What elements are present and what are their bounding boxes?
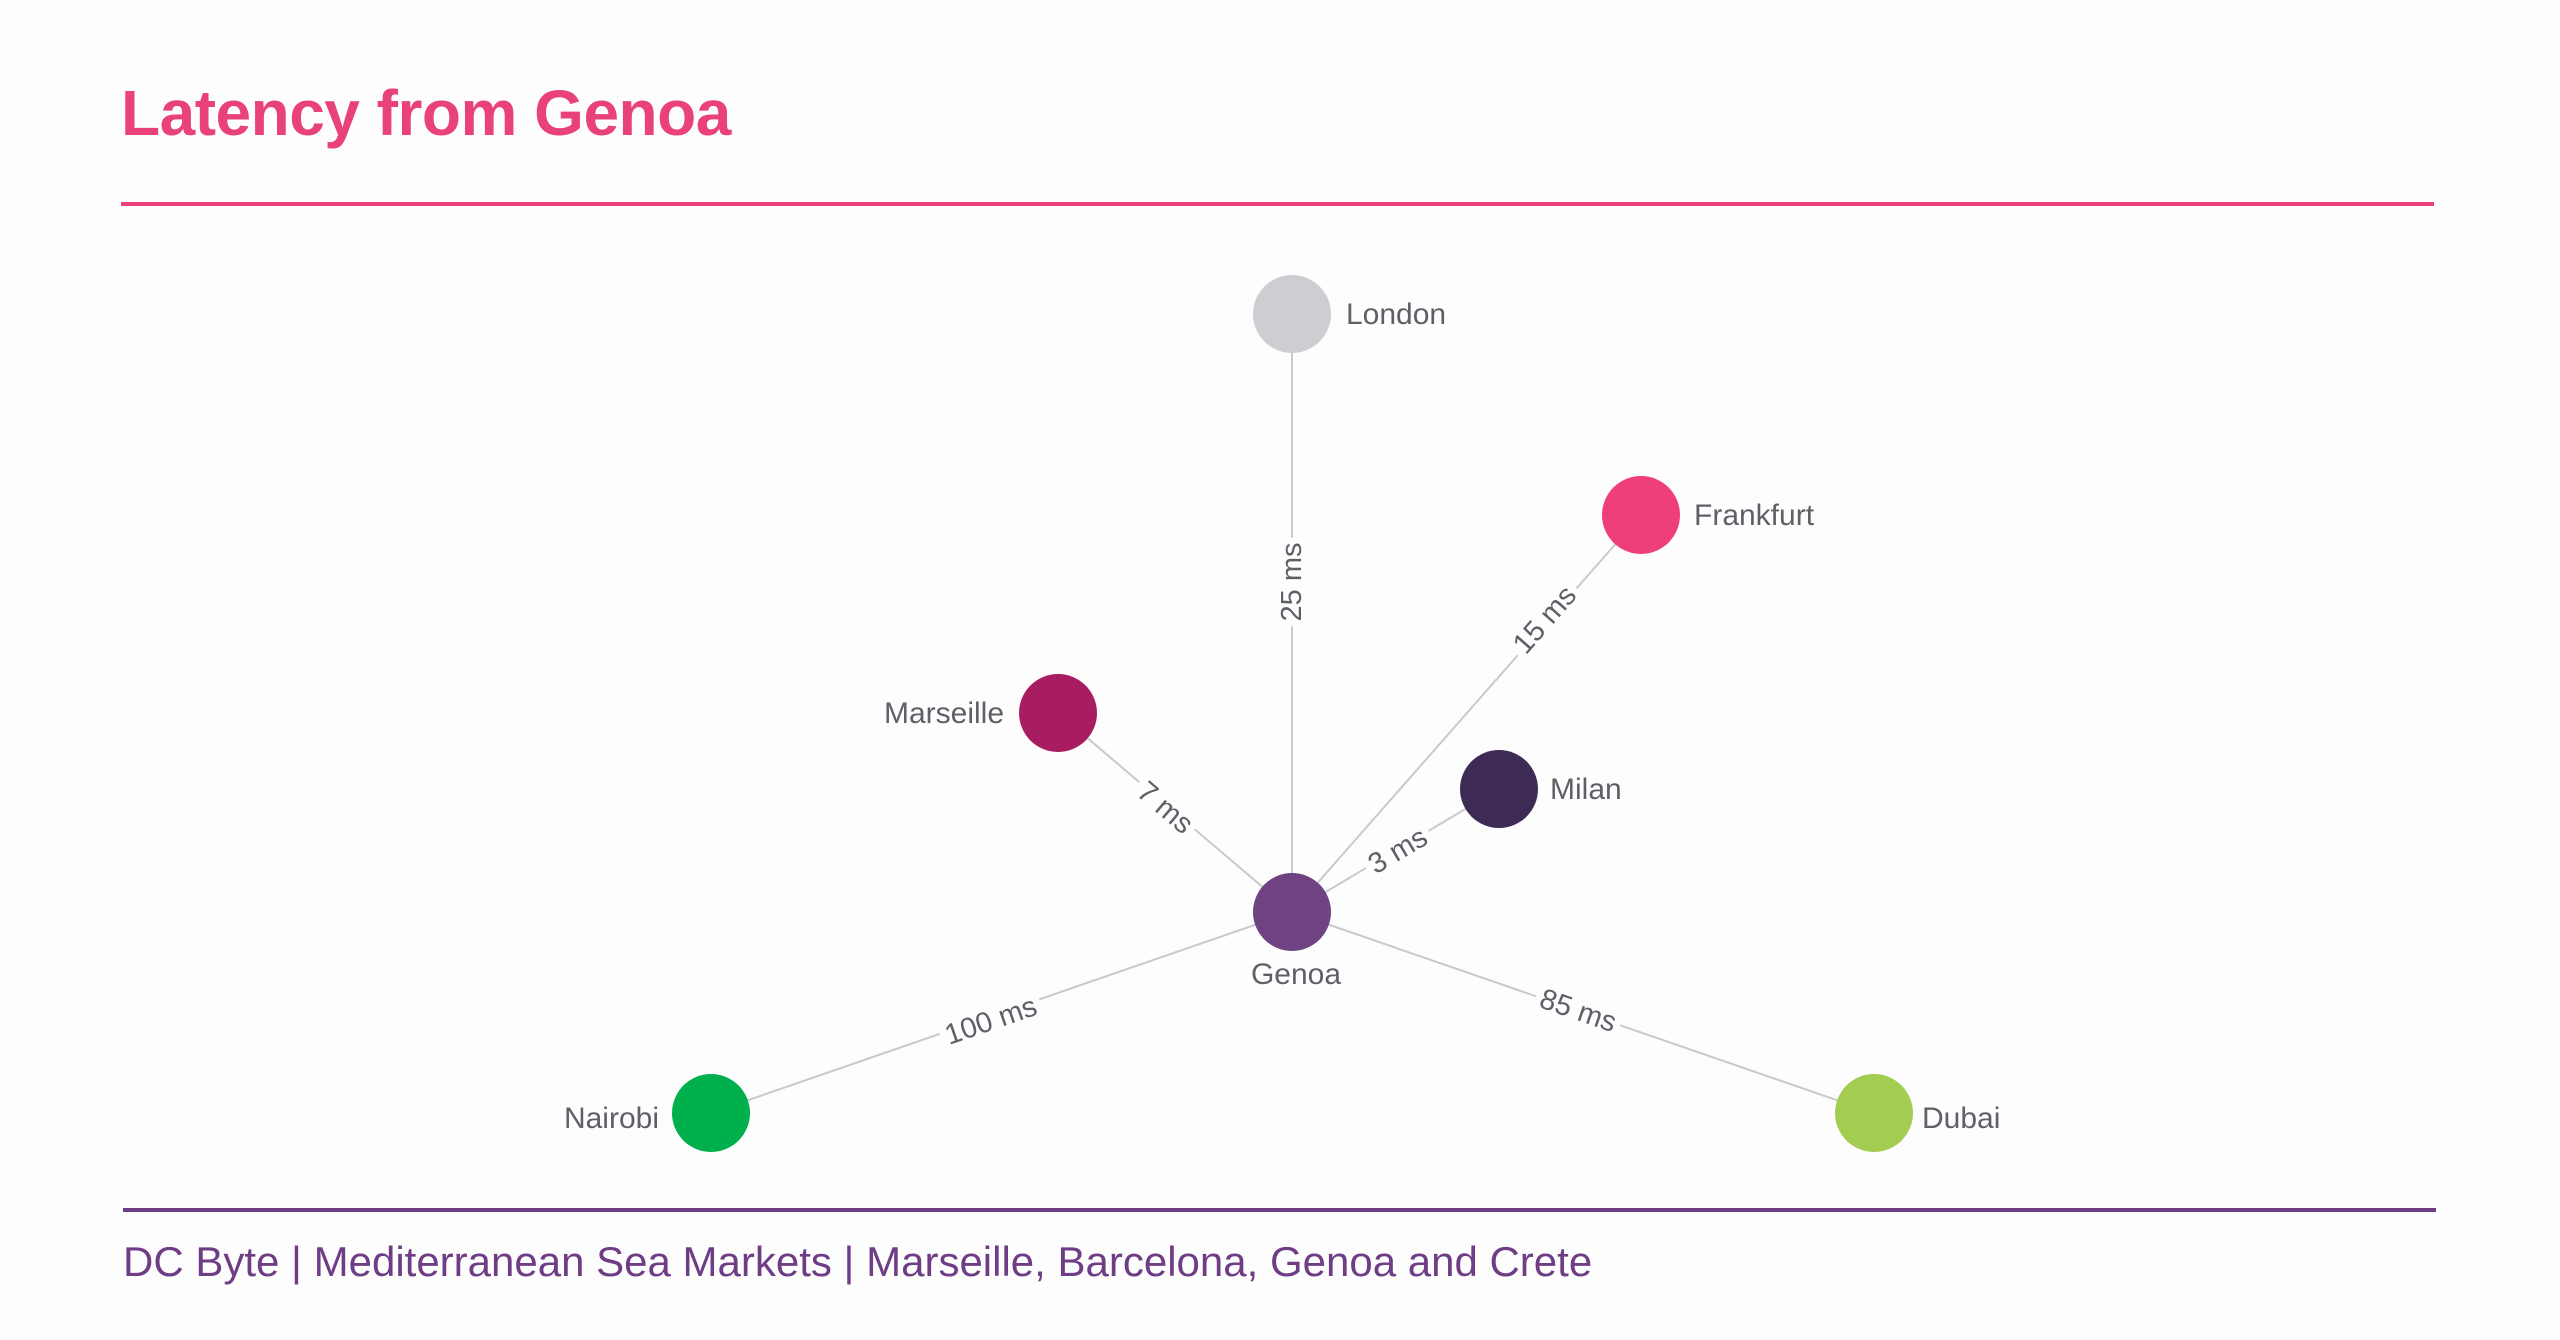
- node-genoa: [1253, 873, 1331, 951]
- node-milan: [1460, 750, 1538, 828]
- latency-label-bg-nairobi: [935, 986, 1047, 1056]
- node-label-frankfurt: Frankfurt: [1694, 499, 1815, 532]
- edge-label-group-frankfurt: 15 ms: [1502, 574, 1588, 666]
- node-label-nairobi: Nairobi: [564, 1102, 659, 1135]
- latency-label-bg-frankfurt: [1502, 574, 1588, 666]
- latency-label-nairobi: 100 ms: [941, 990, 1041, 1051]
- edge-label-group-milan: 3 ms: [1357, 816, 1439, 886]
- latency-label-london: 25 ms: [1276, 543, 1308, 622]
- edge-label-group-dubai: 85 ms: [1530, 979, 1626, 1043]
- latency-label-bg-london: [1274, 537, 1310, 627]
- footer-divider: [123, 1208, 2436, 1212]
- node-label-london: London: [1346, 298, 1446, 331]
- node-label-milan: Milan: [1550, 773, 1622, 806]
- page-title: Latency from Genoa: [121, 77, 731, 149]
- node-london: [1253, 275, 1331, 353]
- edge-label-group-marseille: 7 ms: [1125, 770, 1205, 846]
- node-nairobi: [672, 1074, 750, 1152]
- node-dubai: [1835, 1074, 1913, 1152]
- latency-label-frankfurt: 15 ms: [1507, 580, 1583, 660]
- node-frankfurt: [1602, 476, 1680, 554]
- latency-label-dubai: 85 ms: [1535, 983, 1620, 1039]
- latency-label-bg-milan: [1357, 816, 1439, 886]
- edge-line-frankfurt: [1291, 514, 1642, 913]
- title-divider: [121, 202, 2434, 206]
- edge-label-group-london: 25 ms: [1274, 537, 1310, 627]
- node-marseille: [1019, 674, 1097, 752]
- edge-label-group-nairobi: 100 ms: [935, 986, 1047, 1056]
- node-label-marseille: Marseille: [884, 697, 1004, 730]
- footer-text: DC Byte | Mediterranean Sea Markets | Ma…: [123, 1238, 1593, 1285]
- node-label-genoa: Genoa: [1251, 958, 1341, 991]
- latency-label-bg-dubai: [1530, 979, 1626, 1043]
- latency-label-bg-marseille: [1125, 770, 1205, 846]
- node-label-dubai: Dubai: [1922, 1102, 2000, 1135]
